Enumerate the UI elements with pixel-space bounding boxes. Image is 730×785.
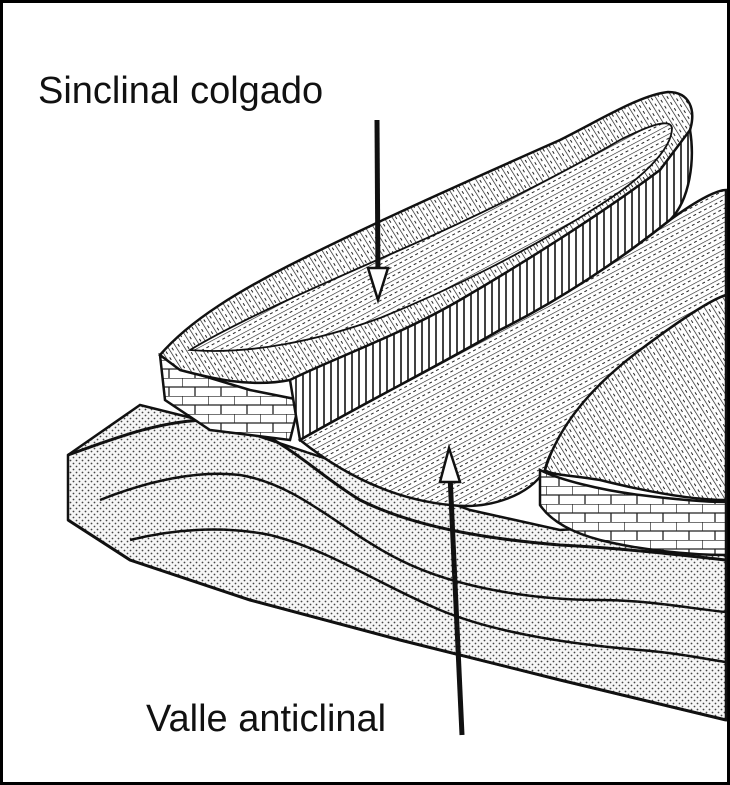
label-hanging-syncline: Sinclinal colgado [38, 72, 323, 110]
label-anticline-valley: Valle anticlinal [146, 700, 386, 738]
syncline-arrow-shaft [377, 120, 378, 282]
